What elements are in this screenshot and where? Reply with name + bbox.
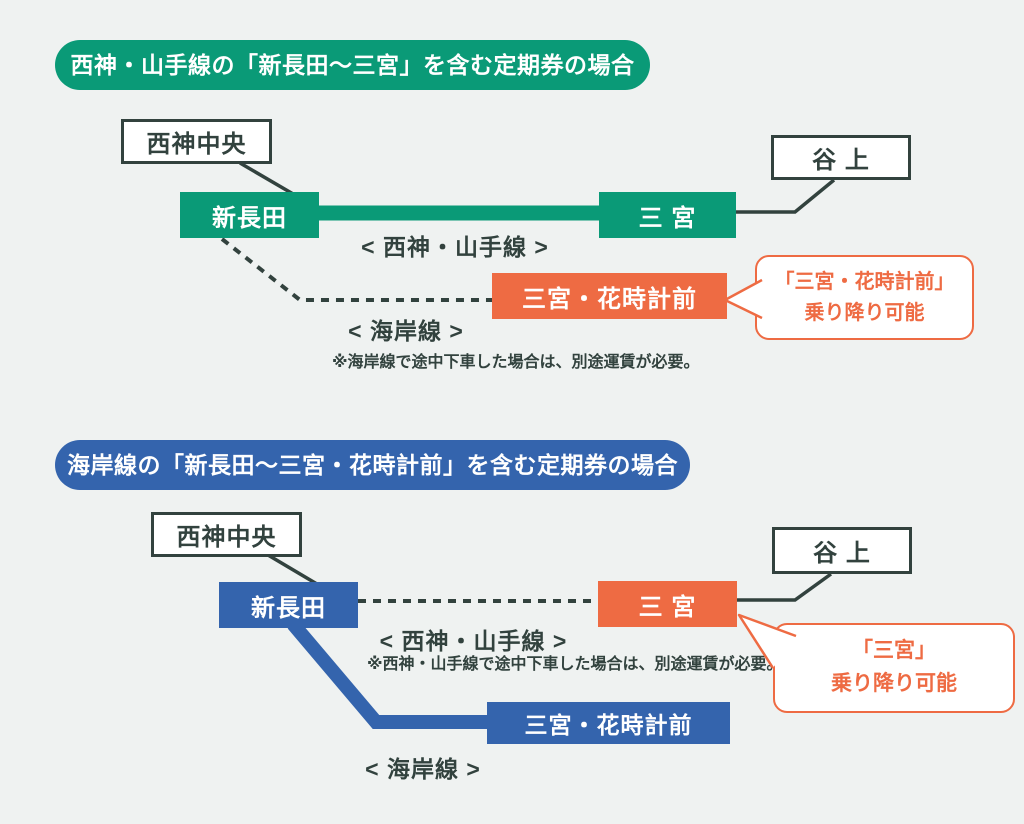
connector-seishinchuo-shinnagata-2 xyxy=(267,553,323,589)
note-kaigan-fare: ※海岸線で途中下車した場合は、別途運賃が必要。 xyxy=(332,354,700,371)
note-seishin-yamate-fare: ※西神・山手線で途中下車した場合は、別途運賃が必要。 xyxy=(367,656,783,673)
line-label-seishin-yamate-2: < 西神・山手線 > xyxy=(379,628,568,654)
station-box-hanadokei-1: 三宮・花時計前 xyxy=(492,273,727,319)
callout-line2: 乗り降り可能 xyxy=(804,301,925,324)
station-box-shin-nagata-1: 新長田 xyxy=(180,192,319,238)
callout-line2: 乗り降り可能 xyxy=(831,672,957,695)
station-box-sannomiya-1: 三 宮 xyxy=(599,192,736,238)
station-box-hanadokei-2: 三宮・花時計前 xyxy=(487,702,730,744)
station-box-seishin-chuo-2: 西神中央 xyxy=(151,512,302,557)
section1-header: 西神・山手線の「新長田〜三宮」を含む定期券の場合 xyxy=(55,40,650,90)
line-label-seishin-yamate-1: < 西神・山手線 > xyxy=(361,234,549,260)
station-box-shin-nagata-2: 新長田 xyxy=(219,582,358,628)
line-label-kaigan-2: < 海岸線 > xyxy=(365,756,481,782)
connector-sannomiya-tanigami-1 xyxy=(736,178,836,214)
section2-header: 海岸線の「新長田〜三宮・花時計前」を含む定期券の場合 xyxy=(55,440,690,490)
station-box-sannomiya-2: 三 宮 xyxy=(598,581,737,627)
connector-sannomiya-tanigami-2 xyxy=(737,572,833,602)
callout-line1: 「三宮」 xyxy=(852,639,936,663)
station-box-tanigami-1: 谷 上 xyxy=(771,135,911,180)
line-label-kaigan-1: < 海岸線 > xyxy=(348,318,464,344)
kaigan-line-dashed-segment-1 xyxy=(220,237,492,302)
callout-line1: 「三宮・花時計前」 xyxy=(774,270,955,293)
callout-bubble-sannomiya: 「三宮」 乗り降り可能 xyxy=(773,623,1015,713)
callout-bubble-hanadokei: 「三宮・花時計前」 乗り降り可能 xyxy=(755,255,974,340)
station-box-tanigami-2: 谷 上 xyxy=(772,527,912,574)
kaigan-line-segment-2 xyxy=(287,619,488,729)
station-box-seishin-chuo-1: 西神中央 xyxy=(121,119,272,164)
